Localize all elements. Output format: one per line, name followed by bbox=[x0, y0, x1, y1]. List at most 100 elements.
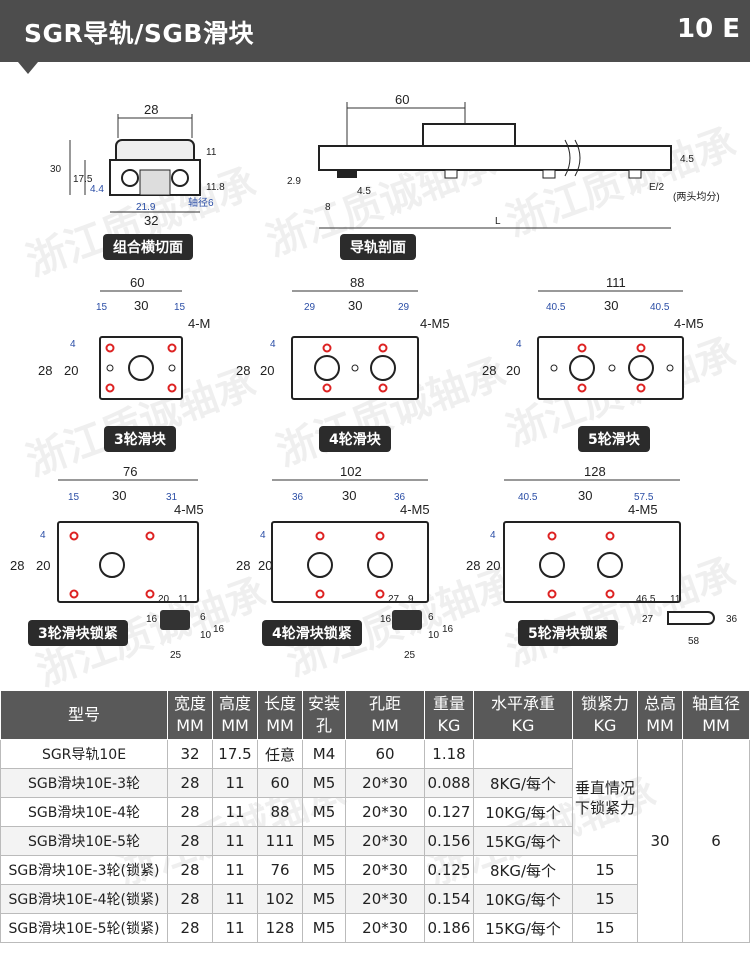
table-row: SGB滑块10E-3轮(锁紧) 28 11 76 M5 20*30 0.125 … bbox=[0, 855, 750, 885]
dim-k1: 16 bbox=[380, 614, 392, 625]
dim-b: 30 bbox=[604, 298, 618, 313]
shaft-label: 轴径6 bbox=[188, 196, 214, 209]
table-row: SGB滑块10E-5轮 28 11 111 M5 20*30 0.156 15K… bbox=[0, 826, 750, 856]
dim-s2: 11 bbox=[178, 594, 189, 605]
header-bar: SGR导轨/SGB滑块 10 E bbox=[0, 0, 750, 62]
dim-b: 30 bbox=[112, 488, 126, 503]
dim-k2: 36 bbox=[726, 614, 738, 625]
lock-block-3-drawing: 76 15 30 31 4-M5 28 20 4 20 11 16 6 10 1… bbox=[10, 464, 225, 661]
rail-section-drawing: 60 4.5 2.9 8 4.5 E/2 (两头均分) L bbox=[287, 92, 720, 229]
dim-k4: 16 bbox=[213, 624, 225, 635]
dim-k1: 27 bbox=[642, 614, 654, 625]
dim-118: 11.8 bbox=[206, 182, 225, 193]
dim-h: 28 bbox=[482, 363, 496, 378]
dim-length: 88 bbox=[350, 275, 364, 290]
dim-h: 28 bbox=[236, 363, 250, 378]
dim-8: 8 bbox=[325, 202, 331, 213]
dim-k3: 58 bbox=[688, 636, 700, 647]
dim-length: 111 bbox=[606, 275, 626, 290]
dim-e: 4 bbox=[40, 530, 46, 541]
dim-c: 57.5 bbox=[634, 492, 654, 503]
dim-h: 28 bbox=[10, 558, 24, 573]
lock-note: 垂直情况下锁紧力 bbox=[572, 739, 638, 856]
table-row: SGB滑块10E-4轮(锁紧) 28 11 102 M5 20*30 0.154… bbox=[0, 884, 750, 914]
dim-c: 15 bbox=[174, 302, 186, 313]
col-header: 安装孔 bbox=[302, 690, 346, 740]
thread-spec: 4-M5 bbox=[628, 502, 658, 517]
thread-spec: 4-M5 bbox=[674, 316, 704, 331]
dim-k3: 10 bbox=[428, 630, 440, 641]
dim-219: 21.9 bbox=[136, 202, 156, 213]
dim-29: 2.9 bbox=[287, 176, 301, 187]
dim-h: 28 bbox=[38, 363, 52, 378]
caption-block-3: 3轮滑块 bbox=[104, 426, 176, 452]
dim-e: 4 bbox=[270, 339, 276, 350]
dim-s1: 46.5 bbox=[636, 594, 656, 605]
dim-e: 4 bbox=[490, 530, 496, 541]
table-row: SGR导轨10E 32 17.5 任意 M4 60 1.18 垂直情况下锁紧力 … bbox=[0, 739, 750, 943]
dim-length: 76 bbox=[123, 464, 137, 479]
caption-block-4: 4轮滑块 bbox=[319, 426, 391, 452]
block-5-wheel-drawing: 111 40.5 30 40.5 4-M5 28 20 4 bbox=[482, 275, 704, 400]
dim-a: 40.5 bbox=[518, 492, 538, 503]
table-row: SGB滑块10E-5轮(锁紧) 28 11 128 M5 20*30 0.186… bbox=[0, 913, 750, 943]
dim-k5: 25 bbox=[170, 650, 182, 661]
dim-a: 15 bbox=[96, 302, 108, 313]
dim-44: 4.4 bbox=[90, 184, 104, 195]
dim-c: 31 bbox=[166, 492, 178, 503]
note-both-ends: (两头均分) bbox=[673, 191, 720, 203]
wheel bbox=[121, 169, 139, 187]
block-3-wheel-drawing: 60 15 30 15 4-M5 28 20 4 bbox=[38, 275, 210, 400]
dim-height-30: 30 bbox=[50, 164, 62, 175]
dim-length: 128 bbox=[584, 464, 606, 479]
thread-spec: 4-M5 bbox=[400, 502, 430, 517]
dim-k1: 16 bbox=[146, 614, 158, 625]
dim-e: E/2 bbox=[649, 182, 664, 193]
dim-s2: 9 bbox=[408, 594, 414, 605]
dim-h: 28 bbox=[236, 558, 250, 573]
dim-e: 4 bbox=[70, 339, 76, 350]
dim-60: 60 bbox=[395, 92, 409, 107]
dim-e: 4 bbox=[260, 530, 266, 541]
block-4-wheel-drawing: 88 29 30 29 4-M5 28 20 4 bbox=[236, 275, 450, 400]
caption-lock-3: 3轮滑块锁紧 bbox=[28, 620, 128, 646]
dim-L: L bbox=[495, 216, 501, 227]
dim-a: 40.5 bbox=[546, 302, 566, 313]
caption-lock-5: 5轮滑块锁紧 bbox=[518, 620, 618, 646]
dim-h2: 20 bbox=[64, 363, 78, 378]
lock-block-4-drawing: 102 36 30 36 4-M5 28 20 4 27 9 16 6 10 1… bbox=[236, 464, 454, 661]
dim-h2: 20 bbox=[258, 558, 272, 573]
caption-block-5: 5轮滑块 bbox=[578, 426, 650, 452]
dim-k2: 6 bbox=[200, 612, 206, 623]
dim-k3: 10 bbox=[200, 630, 212, 641]
dim-k4: 16 bbox=[442, 624, 454, 635]
thread-spec: 4-M5 bbox=[188, 316, 210, 331]
caption-rail-section: 导轨剖面 bbox=[340, 234, 416, 260]
dim-b: 30 bbox=[348, 298, 362, 313]
dim-b: 30 bbox=[134, 298, 148, 313]
total-height: 30 bbox=[637, 739, 683, 943]
dim-32: 32 bbox=[144, 213, 158, 228]
dim-s1: 27 bbox=[388, 594, 400, 605]
dim-k5: 25 bbox=[404, 650, 416, 661]
dim-length: 60 bbox=[130, 275, 144, 290]
dim-a: 15 bbox=[68, 492, 80, 503]
header-notch bbox=[18, 62, 38, 74]
table-row: SGB滑块10E-3轮 28 11 60 M5 20*30 0.088 8KG/… bbox=[0, 768, 750, 798]
cross-section-drawing: 28 30 17.5 11 11.8 4.4 21.9 32 轴径6 bbox=[50, 102, 225, 228]
dim-h2: 20 bbox=[36, 558, 50, 573]
dim-s2: 11 bbox=[670, 594, 681, 605]
dim-h: 28 bbox=[466, 558, 480, 573]
thread-spec: 4-M5 bbox=[174, 502, 204, 517]
dim-45b: 4.5 bbox=[357, 186, 371, 197]
shaft-diameter: 6 bbox=[682, 739, 750, 943]
dim-e: 4 bbox=[516, 339, 522, 350]
